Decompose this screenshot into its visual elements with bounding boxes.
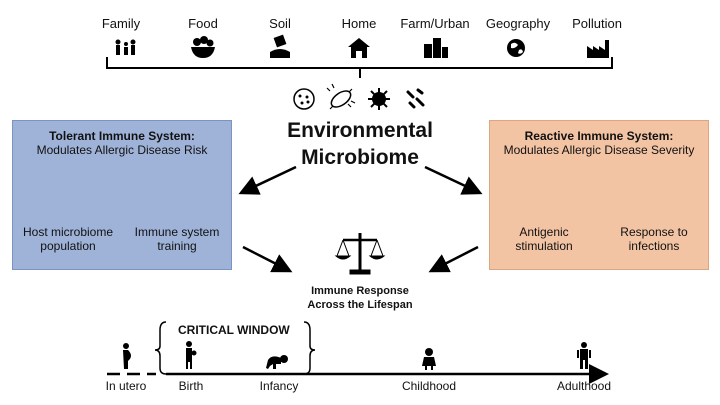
immune-training-line1: Immune system bbox=[134, 225, 220, 239]
host-microbiome-line2: population bbox=[40, 239, 96, 253]
flow-arrows bbox=[238, 165, 483, 273]
environmental-microbiome-title: Environmental Microbiome bbox=[255, 117, 465, 171]
reactive-panel-subtitle: Modulates Allergic Disease Severity bbox=[503, 143, 695, 157]
family-icon bbox=[115, 39, 136, 55]
soil-icon bbox=[270, 34, 290, 58]
factor-geography: Geography bbox=[485, 16, 551, 31]
globe-icon bbox=[507, 39, 525, 57]
factor-pollution: Pollution bbox=[572, 16, 622, 31]
child-icon bbox=[422, 348, 436, 370]
factory-icon bbox=[587, 40, 609, 58]
reactive-panel-title: Reactive Immune System: bbox=[524, 129, 674, 143]
immune-response-line2: Across the Lifespan bbox=[307, 299, 413, 311]
immune-response-label: Immune Response Across the Lifespan bbox=[285, 284, 435, 312]
infections-line2: infections bbox=[628, 239, 680, 253]
antigenic-line2: stimulation bbox=[515, 239, 573, 253]
factors-bracket bbox=[106, 57, 613, 78]
timeline-birth: Birth bbox=[178, 379, 204, 393]
immune-training-line2: training bbox=[157, 239, 197, 253]
parent-baby-icon bbox=[186, 341, 197, 369]
center-line-1: Environmental bbox=[287, 119, 433, 142]
crawling-baby-icon bbox=[266, 355, 288, 369]
rod-bacteria-icon bbox=[406, 88, 425, 109]
pregnant-icon bbox=[123, 343, 131, 369]
timeline-childhood: Childhood bbox=[401, 379, 457, 393]
immune-training-label: Immune system training bbox=[125, 225, 229, 253]
center-line-2: Microbiome bbox=[301, 146, 419, 169]
infections-label: Response to infections bbox=[604, 225, 704, 253]
timeline-in-utero: In utero bbox=[105, 379, 147, 393]
round-microbe-icon bbox=[293, 88, 315, 110]
tolerant-panel-title: Tolerant Immune System: bbox=[49, 129, 195, 143]
timeline-infancy: Infancy bbox=[259, 379, 299, 393]
tolerant-panel-subtitle: Modulates Allergic Disease Risk bbox=[36, 143, 208, 157]
bacterium-icon bbox=[326, 83, 356, 110]
infections-line1: Response to bbox=[620, 225, 688, 239]
immune-response-line1: Immune Response bbox=[311, 285, 409, 297]
food-bowl-icon bbox=[191, 36, 215, 58]
factor-home: Home bbox=[341, 16, 377, 31]
city-buildings-icon bbox=[424, 38, 448, 58]
timeline-adulthood: Adulthood bbox=[556, 379, 612, 393]
critical-window-label: CRITICAL WINDOW bbox=[178, 323, 290, 337]
home-icon bbox=[348, 38, 370, 58]
host-microbiome-line1: Host microbiome bbox=[22, 225, 114, 239]
factor-family: Family bbox=[101, 16, 141, 31]
factor-food: Food bbox=[188, 16, 218, 31]
virus-icon bbox=[368, 88, 390, 110]
adult-icon bbox=[577, 342, 591, 369]
balance-scale-icon bbox=[334, 233, 386, 275]
tolerant-immune-panel: Tolerant Immune System: Modulates Allerg… bbox=[12, 120, 232, 270]
antigenic-label: Antigenic stimulation bbox=[496, 225, 592, 253]
critical-window-brace bbox=[154, 321, 316, 375]
factor-soil: Soil bbox=[269, 16, 291, 31]
antigenic-line1: Antigenic bbox=[519, 225, 569, 239]
reactive-immune-panel: Reactive Immune System: Modulates Allerg… bbox=[489, 120, 709, 270]
host-microbiome-label: Host microbiome population bbox=[15, 225, 121, 253]
factor-farm-urban: Farm/Urban bbox=[400, 16, 470, 31]
